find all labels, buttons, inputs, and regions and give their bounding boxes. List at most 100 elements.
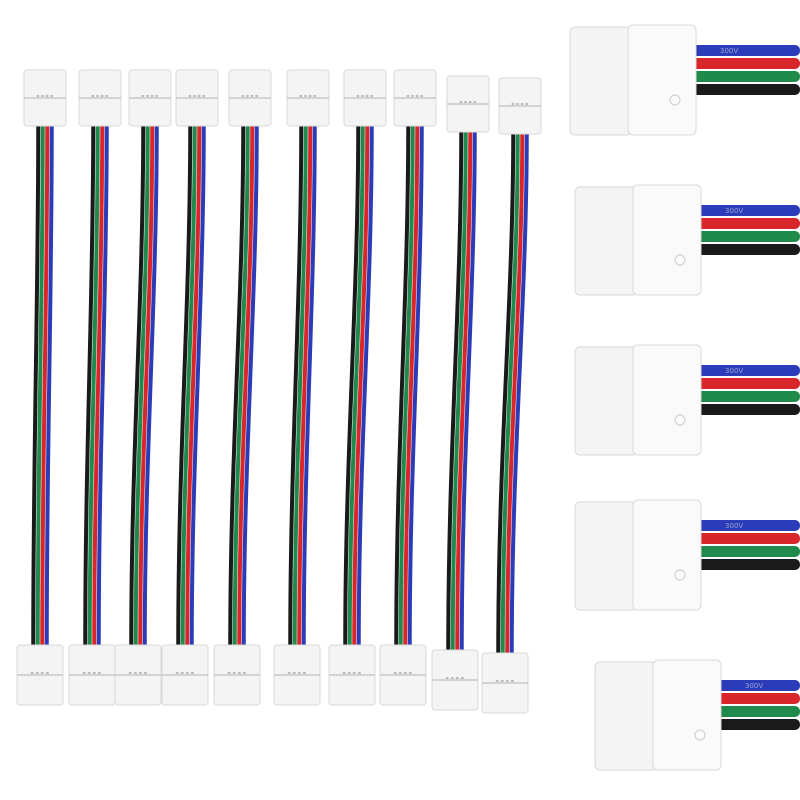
connector-pin — [242, 672, 246, 674]
connector-pin — [155, 95, 158, 97]
connector-pin — [455, 677, 459, 679]
closeup-screw-mark — [674, 254, 686, 266]
closeup-screw-mark — [694, 729, 706, 741]
wire-blue — [142, 124, 159, 646]
connector-pin — [450, 677, 454, 679]
connector-pin — [313, 95, 316, 97]
connector-pin — [138, 672, 142, 674]
connector-pin — [357, 672, 361, 674]
wire-print-text: 300V — [725, 367, 743, 375]
closeup-wire-black — [695, 244, 800, 255]
closeup-wire-green — [695, 391, 800, 402]
closeup-connector-right — [632, 344, 702, 456]
connector-pin — [473, 101, 476, 103]
closeup-connector-left — [574, 346, 638, 456]
connector-pin — [105, 95, 108, 97]
connector-pin — [361, 95, 364, 97]
closeup-wire-blue — [695, 365, 800, 376]
wire-red — [455, 130, 473, 651]
connector-pin — [411, 95, 414, 97]
closeup-wire-red — [695, 533, 800, 544]
closeup-connector-right — [632, 499, 702, 611]
wire-red — [138, 124, 155, 646]
connector-pin — [468, 101, 472, 103]
closeup-wire-green — [715, 706, 800, 717]
connector-pin — [82, 672, 86, 674]
closeup-screw-mark — [674, 569, 686, 581]
closeup-screw-mark — [669, 94, 681, 106]
connector-pin — [30, 672, 34, 674]
closeup-connector-right — [632, 184, 702, 296]
connector-pin — [141, 95, 145, 97]
wire-black — [343, 124, 361, 646]
connector-pin — [342, 672, 346, 674]
connector-pin — [87, 672, 91, 674]
connector-pin — [520, 103, 524, 105]
connector-pin — [146, 95, 149, 97]
wire-blue — [356, 124, 374, 646]
wire-red — [237, 124, 255, 646]
connector-pin — [393, 672, 397, 674]
connector-pin — [40, 672, 44, 674]
led-cable — [161, 69, 219, 706]
wire-blue — [44, 124, 54, 646]
connector-pin — [516, 103, 519, 105]
closeup-connector-right — [627, 24, 697, 136]
closeup-wire-blue — [715, 680, 800, 691]
closeup-screw-mark — [674, 414, 686, 426]
connector-pin — [510, 680, 514, 682]
wire-blue — [301, 124, 317, 646]
closeup-connector-right — [652, 659, 722, 771]
connector-pin — [241, 95, 245, 97]
bottom-connector — [114, 644, 162, 706]
connector-pin — [460, 677, 464, 679]
connector-pin — [41, 95, 44, 97]
connector-pin — [133, 672, 137, 674]
connector-pin — [297, 672, 301, 674]
connector-pin — [250, 95, 254, 97]
connector-pin — [302, 672, 306, 674]
connector-pin — [356, 95, 360, 97]
led-cable — [16, 69, 67, 706]
connector-pin — [193, 95, 196, 97]
connector-pin — [50, 95, 53, 97]
led-cable — [379, 69, 437, 706]
connector-pin — [202, 95, 205, 97]
connector-pin — [100, 95, 104, 97]
connector-pin — [398, 672, 402, 674]
wire-green — [180, 124, 197, 646]
connector-pin — [459, 101, 463, 103]
wire-black — [288, 124, 304, 646]
closeup-wire-black — [695, 559, 800, 570]
closeup-wire-red — [695, 378, 800, 389]
top-connector — [498, 77, 542, 135]
connector-closeup: 300V — [569, 24, 800, 136]
bottom-connector — [431, 649, 479, 711]
connector-pin — [464, 101, 467, 103]
top-connector — [286, 69, 330, 127]
wire-blue — [509, 132, 529, 654]
closeup-wire-red — [690, 58, 800, 69]
connector-closeup: 300V — [574, 184, 800, 296]
wire-black — [394, 124, 411, 646]
wire-red — [403, 124, 420, 646]
wire-black — [83, 124, 96, 646]
connector-pin — [308, 95, 312, 97]
connector-pin — [96, 95, 99, 97]
wire-green — [398, 124, 415, 646]
top-connector — [128, 69, 172, 127]
wire-green — [35, 124, 45, 646]
led-cable — [68, 69, 122, 706]
top-connector — [175, 69, 219, 127]
led-cable — [481, 77, 542, 714]
closeup-wire-black — [715, 719, 800, 730]
top-connector — [446, 75, 490, 133]
top-connector — [23, 69, 67, 127]
connector-pin — [370, 95, 373, 97]
cable-set — [16, 69, 542, 714]
connector-pin — [185, 672, 189, 674]
wire-print-text: 300V — [725, 207, 743, 215]
wire-red — [352, 124, 370, 646]
wire-green — [292, 124, 308, 646]
